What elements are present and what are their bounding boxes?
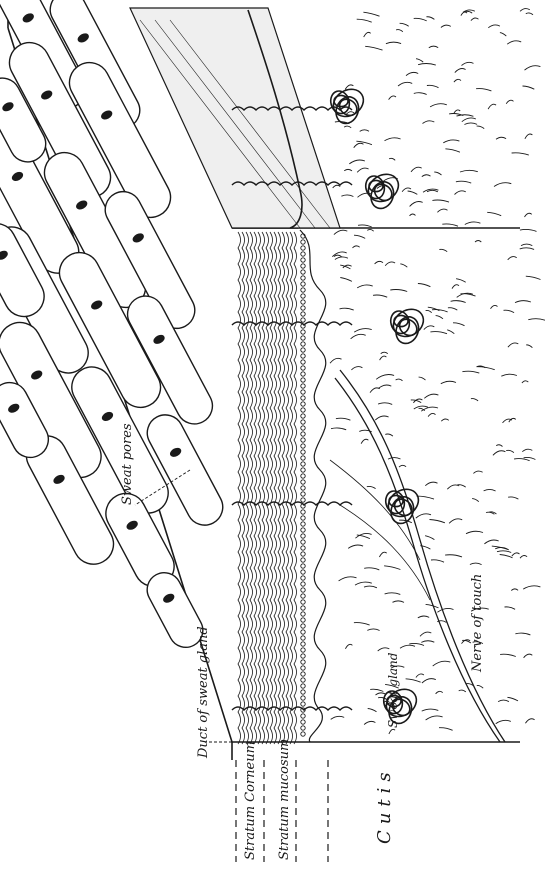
label-stratum-corneum: Stratum Corneum [243,741,258,860]
label-sweat-gland: Sweat gland [386,653,400,728]
label-cutis: Cutis [374,766,395,844]
stratum-mucosum-layer [301,234,305,736]
label-nerve-of-touch: Nerve of touch [470,574,485,672]
label-stratum-mucosum: Stratum mucosum [277,739,292,860]
label-sweat-pores: Sweat pores [120,423,135,505]
stratum-corneum-layer [232,228,298,744]
label-duct-of-sweat-gland: Duct of sweat gland [196,626,211,758]
dermis-fibers [330,9,545,734]
nerve-of-touch [330,370,505,742]
